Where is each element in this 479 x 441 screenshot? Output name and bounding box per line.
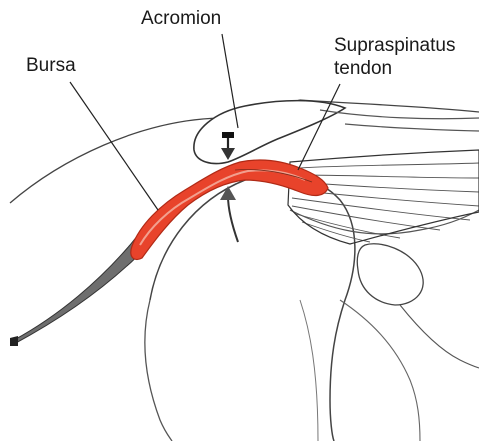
bursa-leader-line bbox=[70, 82, 158, 210]
bursa-label: Bursa bbox=[26, 56, 76, 76]
supraspinatus-muscle-fibers bbox=[292, 163, 479, 242]
up-arrow-head bbox=[220, 186, 236, 200]
acromion-label: Acromion bbox=[141, 9, 221, 29]
supraspinatus-label-line1: Supraspinatus bbox=[334, 34, 455, 57]
clavicle-right-lower bbox=[345, 124, 479, 131]
deltoid-tip bbox=[10, 336, 18, 346]
notch-block-icon bbox=[222, 132, 234, 138]
supraspinatus-label-line2: tendon bbox=[334, 57, 455, 80]
humerus-shaft-left bbox=[145, 300, 172, 441]
scapula-lower bbox=[400, 305, 479, 368]
clavicle-right bbox=[320, 110, 479, 119]
humerus-inner-line bbox=[300, 300, 318, 441]
curved-up-arrow bbox=[228, 196, 238, 242]
humeral-head bbox=[150, 175, 355, 441]
supraspinatus-tendon-label: Supraspinatus tendon bbox=[334, 34, 455, 80]
scapula-neck bbox=[340, 300, 420, 441]
glenoid-outline bbox=[357, 244, 423, 305]
